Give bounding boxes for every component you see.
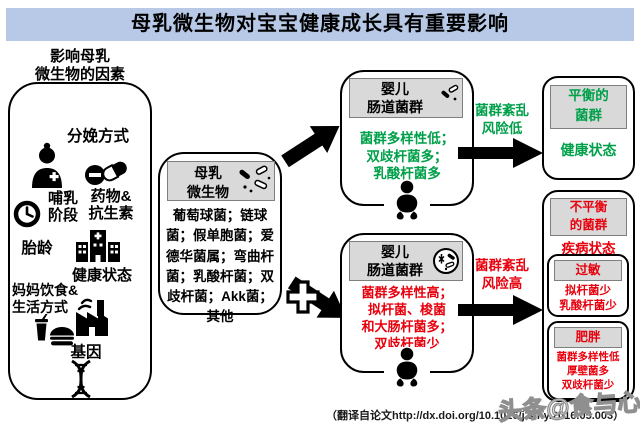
factor-genes-label: 基因	[70, 344, 102, 361]
arrow-right-icon	[458, 137, 544, 174]
factor-diet-label: 妈妈饮食& 生活方式	[12, 282, 79, 315]
infant-gut-bad-header: 婴儿 肠道菌群	[349, 241, 463, 282]
breast-milk-header: 母乳 微生物	[167, 161, 275, 201]
infant-gut-bad-box: 婴儿 肠道菌群 菌群多样性高； 拟杆菌、梭菌 和大肠杆菌多； 双歧杆菌少	[340, 233, 474, 392]
breast-milk-microbes-list: 葡萄球菌；链球菌；假单胞菌；爱德华菌属；弯曲杆菌；乳酸杆菌；双歧杆菌；Akk菌；…	[166, 208, 274, 325]
infant-gut-good-findings: 菌群多样性低； 双歧杆菌多； 乳酸杆菌多	[359, 131, 455, 182]
arrow-right-icon	[458, 294, 544, 331]
factor-delivery-label: 分娩方式	[66, 128, 129, 145]
hospital-icon	[76, 230, 120, 267]
allergy-header: 过敏	[554, 260, 622, 281]
factory-icon	[72, 296, 112, 341]
title-bar: 母乳微生物对宝宝健康成长具有重要影响	[6, 8, 634, 41]
bacteria-mini-icon	[440, 84, 460, 108]
clock-icon	[13, 200, 41, 233]
outcome-balanced-box: 平衡的 菌群 健康状态	[542, 76, 635, 180]
factors-box: 分娩方式 药物& 抗生素	[8, 82, 152, 400]
allergy-findings: 拟杆菌少 乳酸杆菌少	[559, 285, 617, 312]
page-title: 母乳微生物对宝宝健康成长具有重要影响	[131, 13, 509, 35]
outcome-balanced-header: 平衡的 菌群	[550, 85, 627, 129]
factor-health-label: 健康状态	[71, 267, 132, 284]
fastfood-icon	[34, 314, 76, 351]
healthy-state-label: 健康状态	[560, 142, 617, 158]
outcome-unbalanced-header: 不平衡 的菌群	[550, 198, 627, 236]
citation-text: （翻译自论文http://dx.doi.org/10.1016/j.siny.2…	[326, 410, 625, 422]
plus-cross-icon	[284, 278, 322, 321]
pills-icon	[84, 158, 128, 193]
bacteria-scatter-icon	[238, 165, 272, 200]
risk-low-label: 菌群紊乱 风险低	[475, 103, 529, 136]
factor-lactation-label: 哺乳 阶段	[47, 190, 78, 225]
doctor-icon	[30, 142, 64, 193]
arrow-up-right-icon	[276, 111, 353, 180]
infant-gut-good-box: 婴儿 肠道菌群 菌群多样性低； 双歧杆菌多； 乳酸杆菌多	[340, 70, 474, 225]
factor-drugs-label: 药物& 抗生素	[88, 188, 134, 223]
risk-high-label: 菌群紊乱 风险高	[475, 258, 529, 291]
infant-gut-good-header: 婴儿 肠道菌群	[349, 78, 463, 119]
bacteria-dish-icon	[432, 247, 460, 279]
obesity-header: 肥胖	[554, 327, 622, 348]
infant-gut-bad-findings: 菌群多样性高； 拟杆菌、梭菌 和大肠杆菌多； 双歧杆菌少	[361, 285, 453, 351]
baby-icon	[384, 347, 430, 392]
factor-gestational-label: 胎龄	[21, 240, 53, 257]
obesity-box: 肥胖 菌群多样性低 厚壁菌多 双歧杆菌少	[547, 321, 629, 400]
disease-state-label: 疾病状态	[561, 241, 616, 256]
dna-icon	[66, 359, 96, 404]
obesity-findings: 菌群多样性低 厚壁菌多 双歧杆菌少	[556, 351, 620, 392]
breast-milk-box: 母乳 微生物 葡萄球菌；链球菌；假单胞菌；爱德华菌属；弯曲杆菌；乳酸杆菌；双歧杆…	[158, 152, 282, 324]
baby-icon	[384, 180, 430, 225]
outcome-unbalanced-box: 不平衡 的菌群 疾病状态 过敏 拟杆菌少 乳酸杆菌少 肥胖 菌群多样性低 厚壁菌…	[542, 190, 635, 402]
allergy-box: 过敏 拟杆菌少 乳酸杆菌少	[547, 254, 629, 317]
factors-box-title: 影响母乳 微生物的因素	[8, 48, 152, 84]
